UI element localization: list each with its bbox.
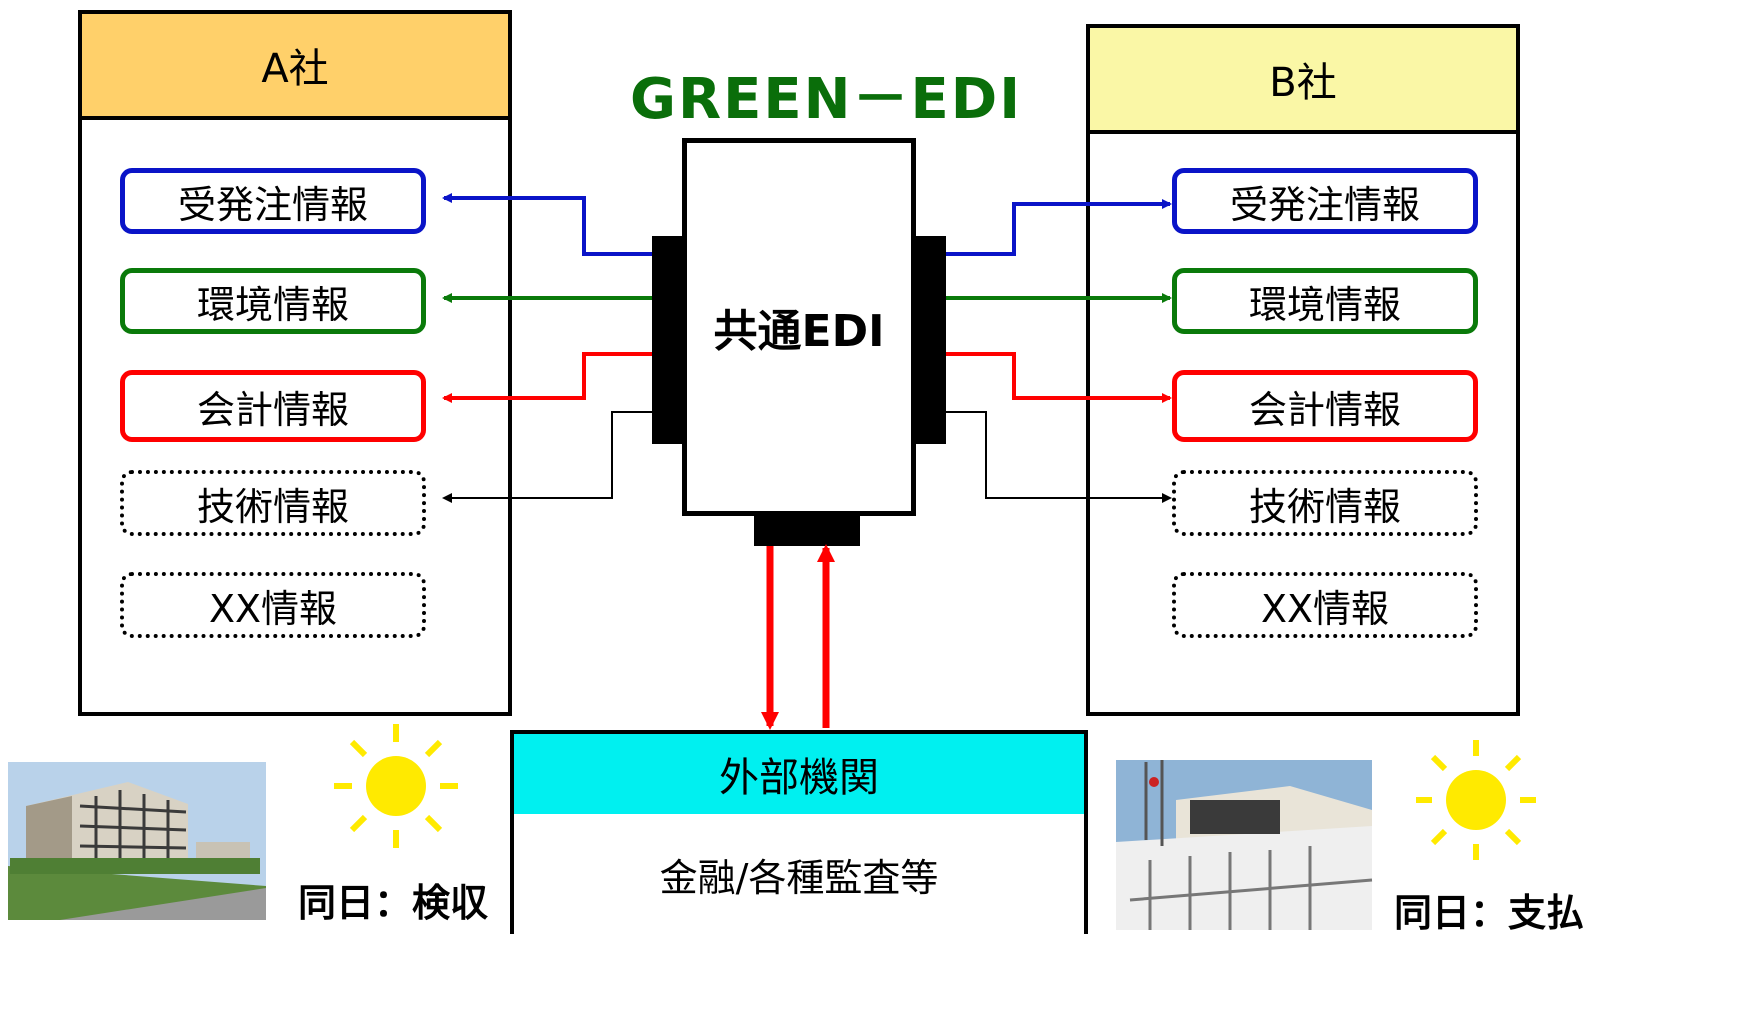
company-a-environment-info: 環境情報 xyxy=(120,268,426,334)
hub-right-port xyxy=(912,236,946,444)
sun-icon xyxy=(1416,740,1536,860)
right-caption: 同日：支払 xyxy=(1394,891,1585,935)
sun-icon xyxy=(334,724,458,848)
company-b-environment-info: 環境情報 xyxy=(1172,268,1478,334)
company-b-header: B社 xyxy=(1090,28,1516,134)
external-organization-header: 外部機関 xyxy=(510,730,1088,818)
right-orders-arrow xyxy=(946,199,1172,256)
left-caption: 同日：検収 xyxy=(298,881,489,925)
external-organization-body: 金融/各種監査等 xyxy=(510,814,1088,934)
company-a-xx-info: XX情報 xyxy=(120,572,426,638)
company-b-orders-info: 受発注情報 xyxy=(1172,168,1478,234)
building-photo xyxy=(1116,760,1373,930)
company-a-accounting-info: 会計情報 xyxy=(120,370,426,442)
left-technical-arrow xyxy=(442,411,652,503)
company-a-header: A社 xyxy=(82,14,508,120)
common-edi-hub: 共通EDI xyxy=(682,138,916,516)
company-b-technical-info: 技術情報 xyxy=(1172,470,1478,536)
left-accounting-arrow xyxy=(442,352,652,403)
company-b-xx-info: XX情報 xyxy=(1172,572,1478,638)
right-technical-arrow xyxy=(946,411,1172,503)
company-a-technical-info: 技術情報 xyxy=(120,470,426,536)
left-orders-arrow xyxy=(442,193,652,256)
company-a-orders-info: 受発注情報 xyxy=(120,168,426,234)
company-b-accounting-info: 会計情報 xyxy=(1172,370,1478,442)
right-accounting-arrow xyxy=(946,352,1172,403)
building-photo xyxy=(8,762,266,920)
hub-left-port xyxy=(652,236,686,444)
diagram-title: GREEN－EDI xyxy=(630,67,1023,132)
